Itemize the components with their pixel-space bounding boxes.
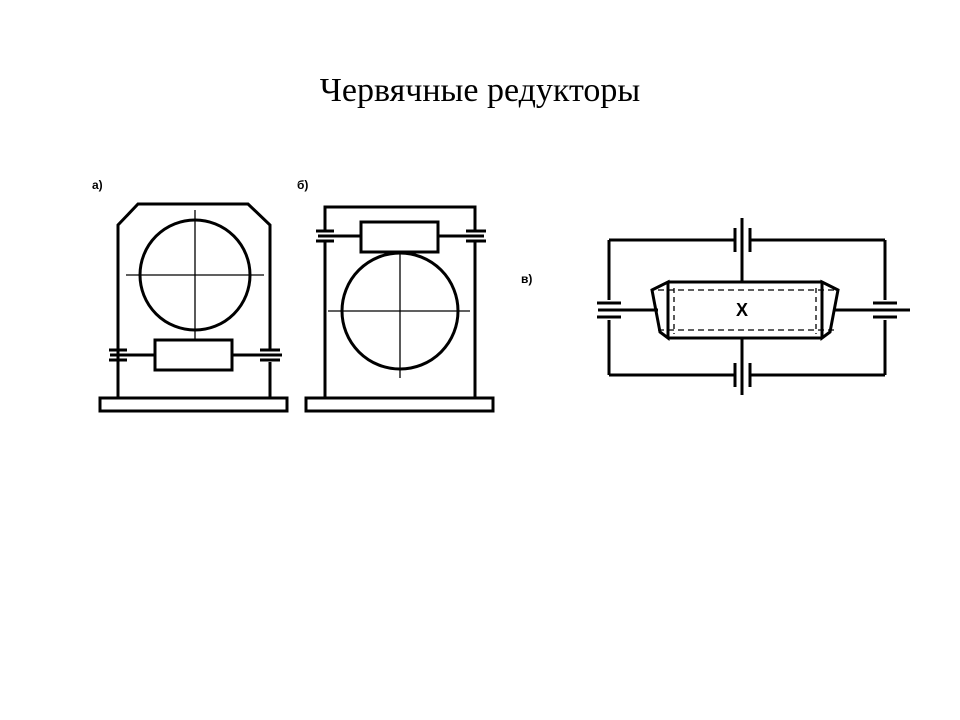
figure-v-worm-mark: X — [736, 300, 748, 320]
figure-a-bearing-left — [109, 348, 127, 362]
slide-title: Червячные редукторы — [319, 72, 641, 109]
figure-b-bearing-right — [466, 229, 486, 243]
figure-v-bearing-bottom — [733, 363, 752, 387]
figure-a-base-plate — [98, 396, 289, 413]
figure-a-worm — [153, 338, 234, 372]
figure-v-bearing-left — [597, 301, 621, 319]
figure-v: в) — [521, 218, 910, 395]
figure-a-housing — [116, 202, 272, 398]
figure-v-label: в) — [521, 272, 532, 286]
figure-b-housing-top — [323, 205, 477, 230]
figure-a: а) — [92, 178, 289, 413]
figure-v-worm-wheel — [650, 279, 840, 341]
figure-b-worm — [359, 220, 440, 254]
figure-a-label: а) — [92, 178, 103, 192]
figure-b-base-plate — [304, 396, 495, 413]
figure-b-label: б) — [297, 178, 308, 192]
figure-b: б) — [297, 178, 495, 413]
figure-v-bearing-right — [873, 301, 897, 319]
figure-a-bearing-right — [260, 348, 280, 362]
figure-v-bearing-top — [733, 228, 752, 252]
figure-b-bearing-left — [316, 229, 334, 243]
